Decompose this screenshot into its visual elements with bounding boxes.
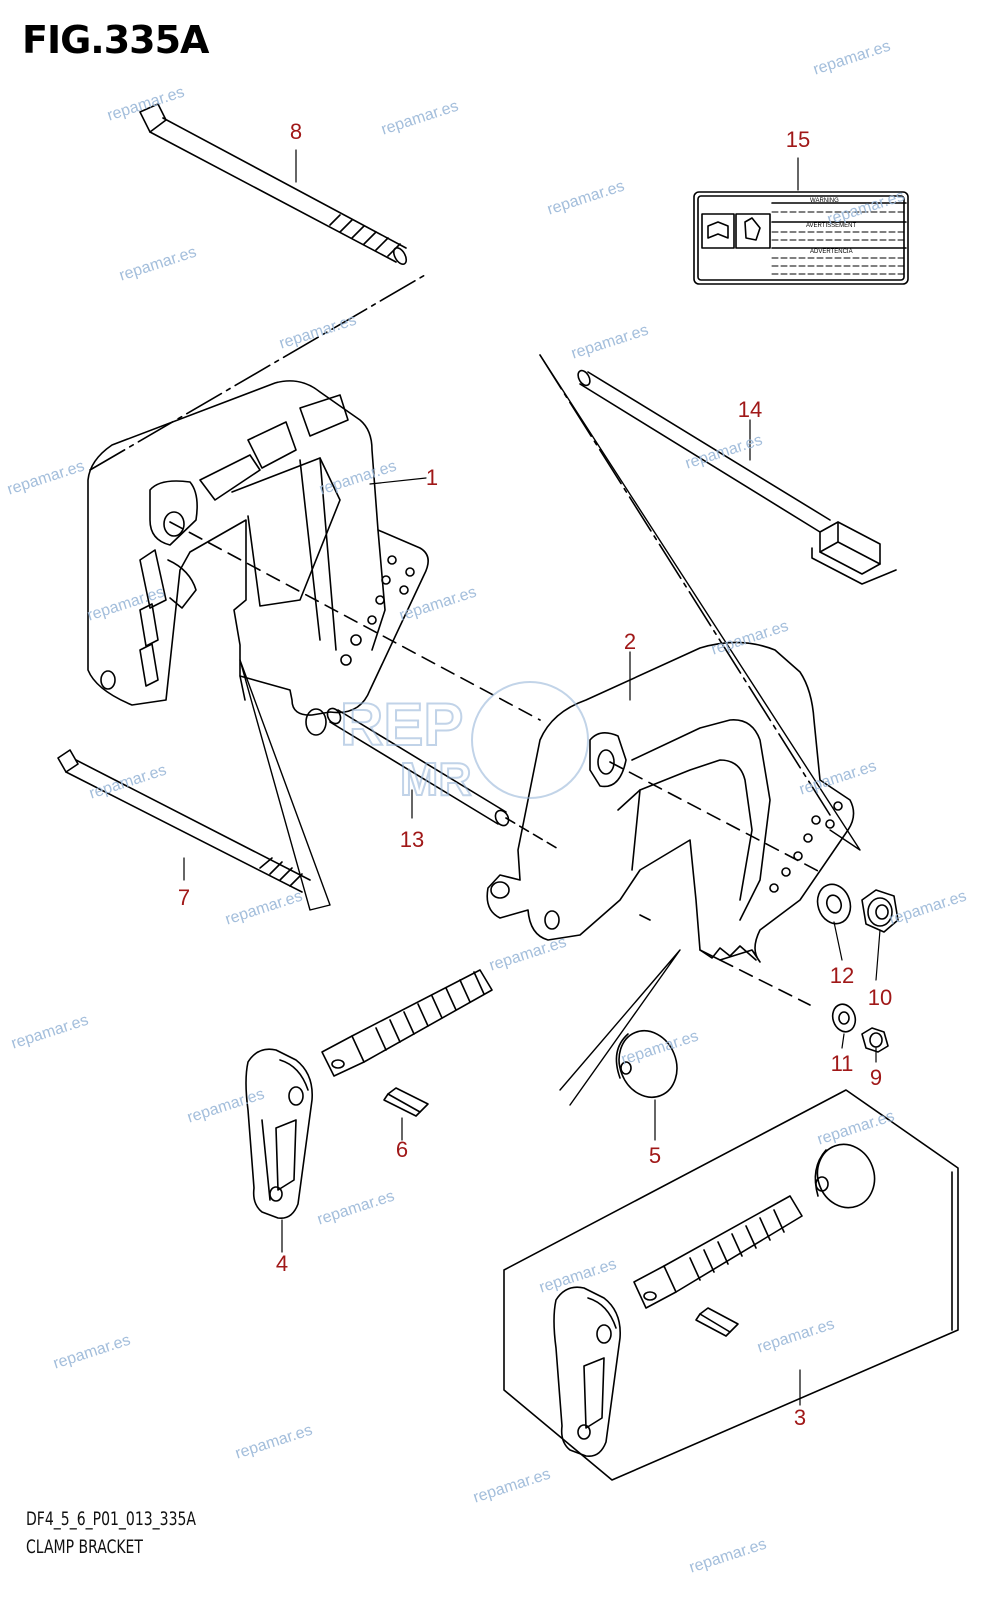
cup-5 — [615, 1029, 678, 1099]
callout-9: 9 — [869, 1065, 883, 1090]
logo-top-text: REP — [340, 691, 463, 758]
logo-bottom-text: MR — [400, 753, 472, 805]
callout-7: 7 — [177, 885, 191, 910]
pin-6 — [383, 1087, 429, 1117]
axis-line — [89, 274, 426, 471]
callout-11: 11 — [830, 1051, 854, 1076]
callout-3: 3 — [793, 1405, 807, 1430]
callout-4: 4 — [275, 1251, 289, 1276]
callout-5: 5 — [648, 1143, 662, 1168]
label-warning-text: WARNING — [810, 198, 839, 204]
callout-12: 12 — [829, 963, 855, 988]
clamp-screw — [321, 969, 493, 1077]
nut-10 — [861, 889, 899, 933]
repamar-logo: REP MR — [339, 681, 589, 806]
washer-12 — [816, 883, 852, 925]
label-advertencia-text: ADVERTENCIA — [810, 249, 853, 255]
assembly-3-parts — [553, 1143, 876, 1458]
washer-11 — [831, 1003, 857, 1033]
handle-4 — [245, 1048, 313, 1220]
callout-10: 10 — [867, 985, 893, 1010]
callout-6: 6 — [395, 1137, 409, 1162]
assembly-box-3 — [503, 1089, 959, 1481]
clamp-bracket-right — [486, 641, 855, 963]
bolt-8 — [139, 103, 408, 265]
callout-15: 15 — [785, 127, 811, 152]
bolt-7 — [57, 749, 311, 893]
warning-label-15 — [693, 191, 909, 285]
leader-lines — [183, 149, 881, 1406]
tube-13 — [326, 707, 510, 827]
callout-13: 13 — [399, 827, 425, 852]
footer-assembly-name: CLAMP BRACKET — [26, 1536, 143, 1558]
rod-14 — [577, 369, 897, 585]
nut-9 — [861, 1027, 889, 1053]
label-avertissement-text: AVERTISSEMENT — [806, 223, 856, 229]
callout-2: 2 — [623, 629, 637, 654]
callout-14: 14 — [737, 397, 763, 422]
callout-1: 1 — [425, 465, 439, 490]
footer-figure-code: DF4_5_6_P01_013_335A — [26, 1508, 197, 1530]
figure-title: FIG.335A — [22, 18, 209, 62]
callout-8: 8 — [289, 119, 303, 144]
clamp-bracket-left — [87, 380, 429, 736]
